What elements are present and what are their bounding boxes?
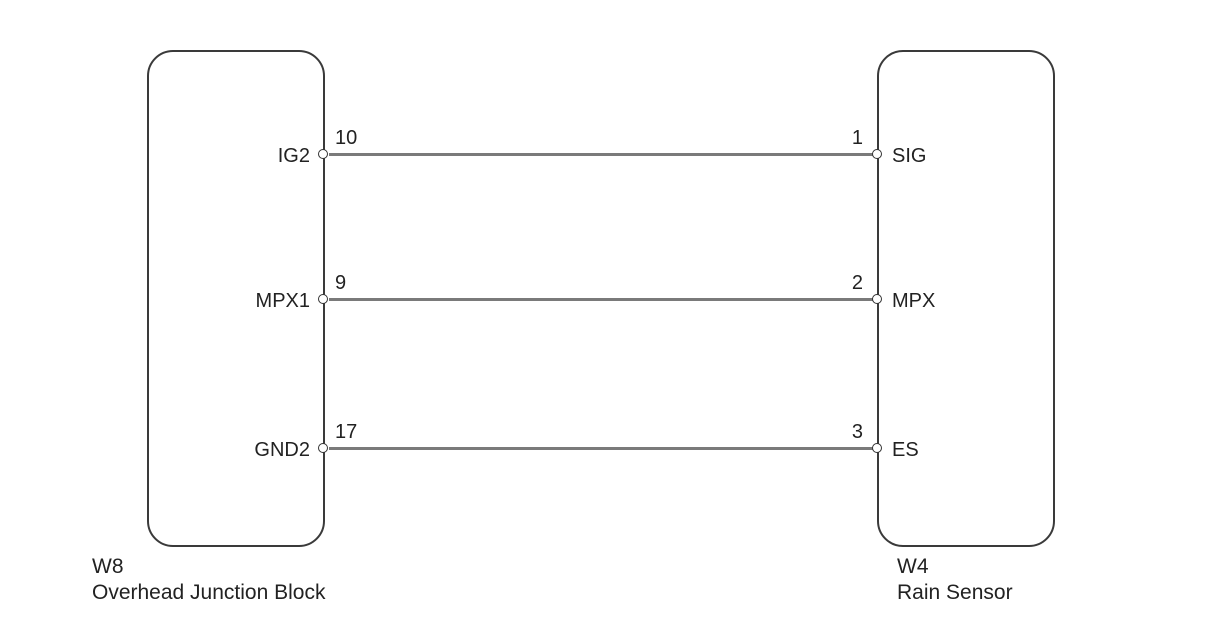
left-component-name: Overhead Junction Block <box>92 581 326 604</box>
terminal-right-es <box>872 443 882 453</box>
pin-number-2: 2 <box>851 272 863 294</box>
signal-label-ig2: IG2 <box>277 145 310 167</box>
wire-ig2-sig <box>329 153 873 156</box>
terminal-left-gnd2 <box>318 443 328 453</box>
left-component-code: W8 <box>92 555 124 578</box>
pin-number-1: 1 <box>851 127 863 149</box>
signal-label-sig: SIG <box>892 145 927 167</box>
pin-number-17: 17 <box>335 421 358 443</box>
pin-number-9: 9 <box>335 272 347 294</box>
wire-gnd2-es <box>329 447 873 450</box>
pin-number-10: 10 <box>335 127 358 149</box>
terminal-left-mpx1 <box>318 294 328 304</box>
rain-sensor-outline <box>877 50 1055 547</box>
signal-label-gnd2: GND2 <box>254 439 310 461</box>
right-component-code: W4 <box>897 555 929 578</box>
signal-label-mpx1: MPX1 <box>255 290 310 312</box>
wire-mpx1-mpx <box>329 298 873 301</box>
overhead-junction-block-outline <box>147 50 325 547</box>
signal-label-es: ES <box>892 439 919 461</box>
terminal-right-sig <box>872 149 882 159</box>
right-component-name: Rain Sensor <box>897 581 1013 604</box>
pin-number-3: 3 <box>851 421 863 443</box>
signal-label-mpx: MPX <box>892 290 936 312</box>
terminal-right-mpx <box>872 294 882 304</box>
terminal-left-ig2 <box>318 149 328 159</box>
